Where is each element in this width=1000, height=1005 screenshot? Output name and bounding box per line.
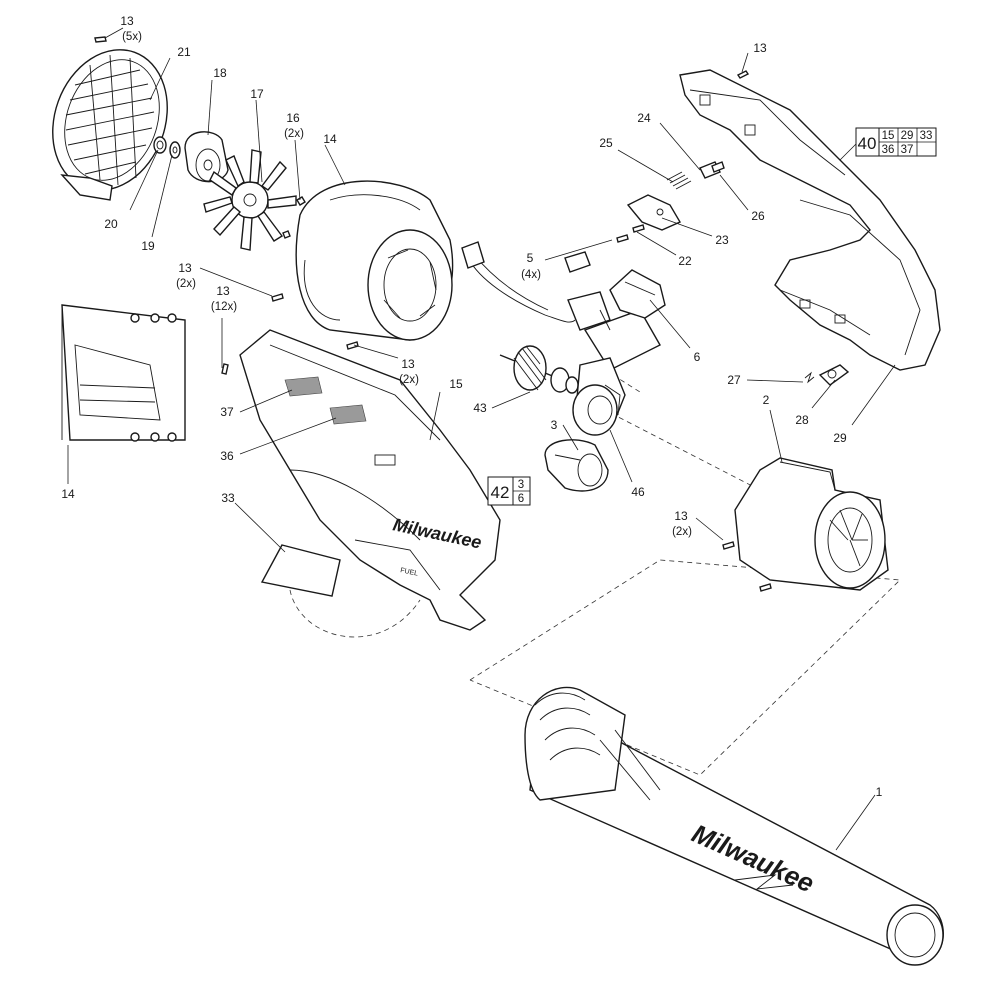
kit-40-number: 40 — [858, 134, 877, 153]
callout-5: 5 — [527, 251, 534, 265]
callout-23: 23 — [715, 233, 729, 247]
washer-part — [169, 141, 181, 159]
kit-40-item: 37 — [901, 144, 914, 156]
callout-6: 6 — [694, 350, 701, 364]
callout-21: 21 — [177, 45, 191, 59]
fan-hub-part — [184, 131, 229, 183]
callout-16: 16 — [286, 111, 300, 125]
screw-icon — [94, 36, 772, 592]
switch-wiring-part — [461, 241, 666, 371]
label-sticker-37 — [284, 376, 323, 397]
trigger-assembly-part — [626, 161, 725, 231]
callout-13: 13 — [120, 14, 134, 28]
callout-25: 25 — [599, 136, 613, 150]
callout-qty: (2x) — [672, 526, 692, 538]
callout-28: 28 — [795, 413, 809, 427]
callout-labels: 13 (5x) 21 18 17 16 (2x) 14 20 19 13 (2x… — [61, 14, 882, 799]
callout-1: 1 — [876, 785, 883, 799]
fan-impeller-icon — [203, 149, 297, 251]
callout-36: 36 — [220, 449, 234, 463]
kit-40-item: 36 — [882, 144, 895, 156]
side-panel-part — [61, 304, 186, 442]
callout-18: 18 — [213, 66, 227, 80]
motor-armature-icon — [499, 345, 579, 394]
callout-33: 33 — [221, 491, 235, 505]
callout-26: 26 — [751, 209, 765, 223]
callout-46: 46 — [631, 485, 645, 499]
callout-22: 22 — [678, 254, 692, 268]
callout-13: 13 — [216, 284, 230, 298]
leader-lines — [67, 27, 896, 851]
callout-14: 14 — [61, 487, 75, 501]
kit-40-item: 33 — [920, 130, 933, 142]
fan-housing-part — [295, 180, 454, 341]
motor-stator-part — [572, 357, 626, 436]
callout-13: 13 — [401, 357, 415, 371]
callout-qty: (2x) — [284, 128, 304, 140]
nozzle-tube-icon: Milwaukee — [524, 686, 944, 966]
lock-button-part — [804, 364, 850, 386]
callout-13: 13 — [753, 41, 767, 55]
callout-2: 2 — [763, 393, 770, 407]
kit-42-item: 3 — [518, 479, 524, 491]
callout-14: 14 — [323, 132, 337, 146]
callout-qty: (2x) — [399, 374, 419, 386]
nut-part — [153, 136, 167, 154]
callout-15: 15 — [449, 377, 463, 391]
callout-17: 17 — [250, 87, 264, 101]
housing-badge-text: FUEL — [400, 567, 419, 578]
right-housing-part — [679, 69, 941, 371]
callout-13: 13 — [674, 509, 688, 523]
callout-43: 43 — [473, 401, 487, 415]
kit-42-item: 6 — [518, 493, 524, 505]
kit-40-item: 15 — [882, 130, 895, 142]
callout-24: 24 — [637, 111, 651, 125]
label-sticker-36 — [329, 404, 367, 425]
outlet-duct-part — [734, 457, 889, 591]
callout-qty: (4x) — [521, 269, 541, 281]
callout-37: 37 — [220, 405, 234, 419]
callout-qty: (5x) — [122, 31, 142, 43]
callout-13: 13 — [178, 261, 192, 275]
kit-42-number: 42 — [491, 483, 510, 502]
kit-box-40: 40 15 29 33 36 37 — [855, 127, 937, 157]
rating-label-33 — [260, 544, 341, 597]
main-housing-part: Milwaukee FUEL — [239, 329, 501, 631]
motor-mount-part — [544, 439, 609, 492]
callout-27: 27 — [727, 373, 741, 387]
callout-qty: (12x) — [211, 301, 237, 313]
callout-29: 29 — [833, 431, 847, 445]
callout-qty: (2x) — [176, 278, 196, 290]
callout-3: 3 — [551, 418, 558, 432]
kit-box-42: 42 3 6 — [487, 476, 531, 506]
grille-cover-part — [52, 49, 168, 201]
callout-20: 20 — [104, 217, 118, 231]
callout-19: 19 — [141, 239, 155, 253]
kit-40-item: 29 — [901, 130, 914, 142]
